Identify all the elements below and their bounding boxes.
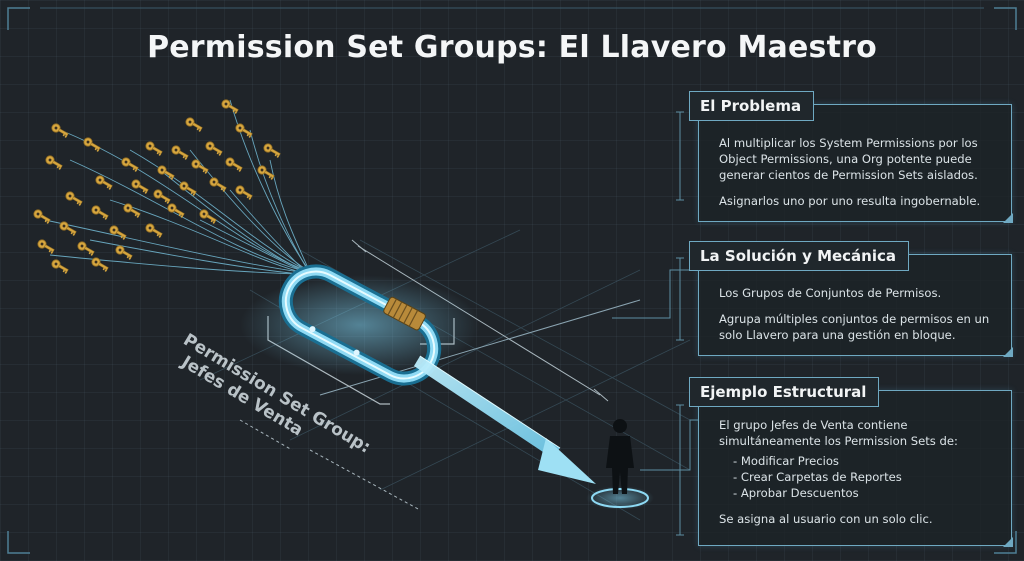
list-item: Crear Carpetas de Reportes <box>733 469 997 485</box>
panel-solution-text-2: Agrupa múltiples conjuntos de permisos e… <box>719 312 990 342</box>
panel-corner <box>1003 213 1013 223</box>
key-icon-cluster <box>31 97 283 275</box>
page-title: Permission Set Groups: El Llavero Maestr… <box>147 30 877 65</box>
panel-example-list: Modificar Precios Crear Carpetas de Repo… <box>733 453 997 501</box>
panel-problem-text-2: Asignarlos uno por uno resulta ingoberna… <box>719 194 981 208</box>
panel-example-title: Ejemplo Estructural <box>689 377 880 407</box>
list-item: Modificar Precios <box>733 453 997 469</box>
panel-problem: El Problema Al multiplicar los System Pe… <box>689 91 1013 223</box>
dimension-ticks <box>319 299 641 396</box>
arrow-icon <box>414 355 596 484</box>
user-silhouette-icon <box>586 419 654 510</box>
panel-solution: La Solución y Mecánica Los Grupos de Con… <box>689 241 1013 357</box>
panel-example-intro: El grupo Jefes de Venta contiene simultá… <box>719 418 958 448</box>
connector-lines <box>612 269 698 471</box>
panel-solution-text-1: Los Grupos de Conjuntos de Permisos. <box>719 286 942 300</box>
panel-solution-title: La Solución y Mecánica <box>689 241 910 271</box>
list-item: Aprobar Descuentos <box>733 485 997 501</box>
panel-side-rulers <box>676 111 684 536</box>
panel-example: Ejemplo Estructural El grupo Jefes de Ve… <box>689 377 1013 547</box>
panel-problem-title: El Problema <box>689 91 815 121</box>
panel-problem-text-1: Al multiplicar los System Permissions po… <box>719 136 978 182</box>
panel-corner <box>1003 537 1013 547</box>
panel-corner <box>1003 347 1013 357</box>
panel-example-outro: Se asigna al usuario con un solo clic. <box>719 512 933 526</box>
